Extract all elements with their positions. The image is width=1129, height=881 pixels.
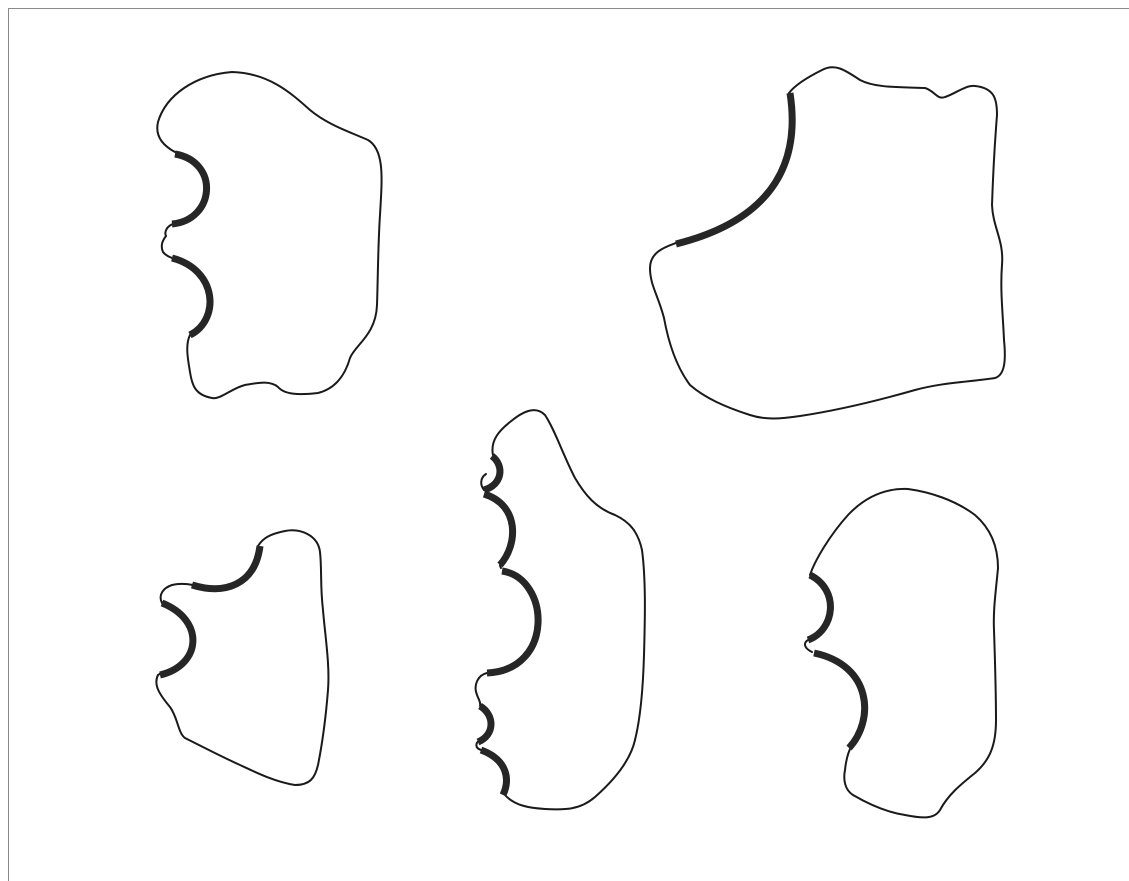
shape-top-left-notch-link: [162, 224, 173, 258]
shape-bottom-center-arc-5: [481, 750, 506, 795]
shape-bottom-center-arc-2: [484, 494, 513, 565]
shape-top-left: [157, 72, 381, 398]
figure-frame: [9, 9, 1129, 881]
shape-bottom-center-arc-3: [487, 571, 538, 673]
shape-top-right-arc-1: [676, 93, 792, 244]
shape-top-right-outline: [650, 67, 1005, 418]
shape-bottom-right-outline: [810, 489, 998, 818]
shape-bottom-right-arc-2: [814, 653, 865, 748]
shape-top-left-arc-2: [172, 258, 210, 335]
shape-bottom-left-arc-1: [192, 546, 260, 589]
shape-top-right: [650, 67, 1005, 418]
shape-bottom-center-arc-4: [478, 706, 491, 742]
shape-top-left-arc-1: [172, 154, 207, 224]
shape-bottom-center-link-3: [476, 673, 487, 706]
shape-top-left-outline: [157, 72, 381, 398]
shape-bottom-center-outline: [492, 410, 644, 809]
shape-bottom-center: [476, 410, 645, 809]
shape-bottom-left-arc-2: [160, 603, 193, 675]
shape-bottom-center-arc-1: [484, 456, 500, 490]
shape-bottom-left-outline: [156, 530, 328, 785]
shape-bottom-right: [805, 489, 998, 818]
shape-bottom-right-arc-1: [808, 575, 830, 640]
shape-bottom-left: [156, 530, 328, 785]
